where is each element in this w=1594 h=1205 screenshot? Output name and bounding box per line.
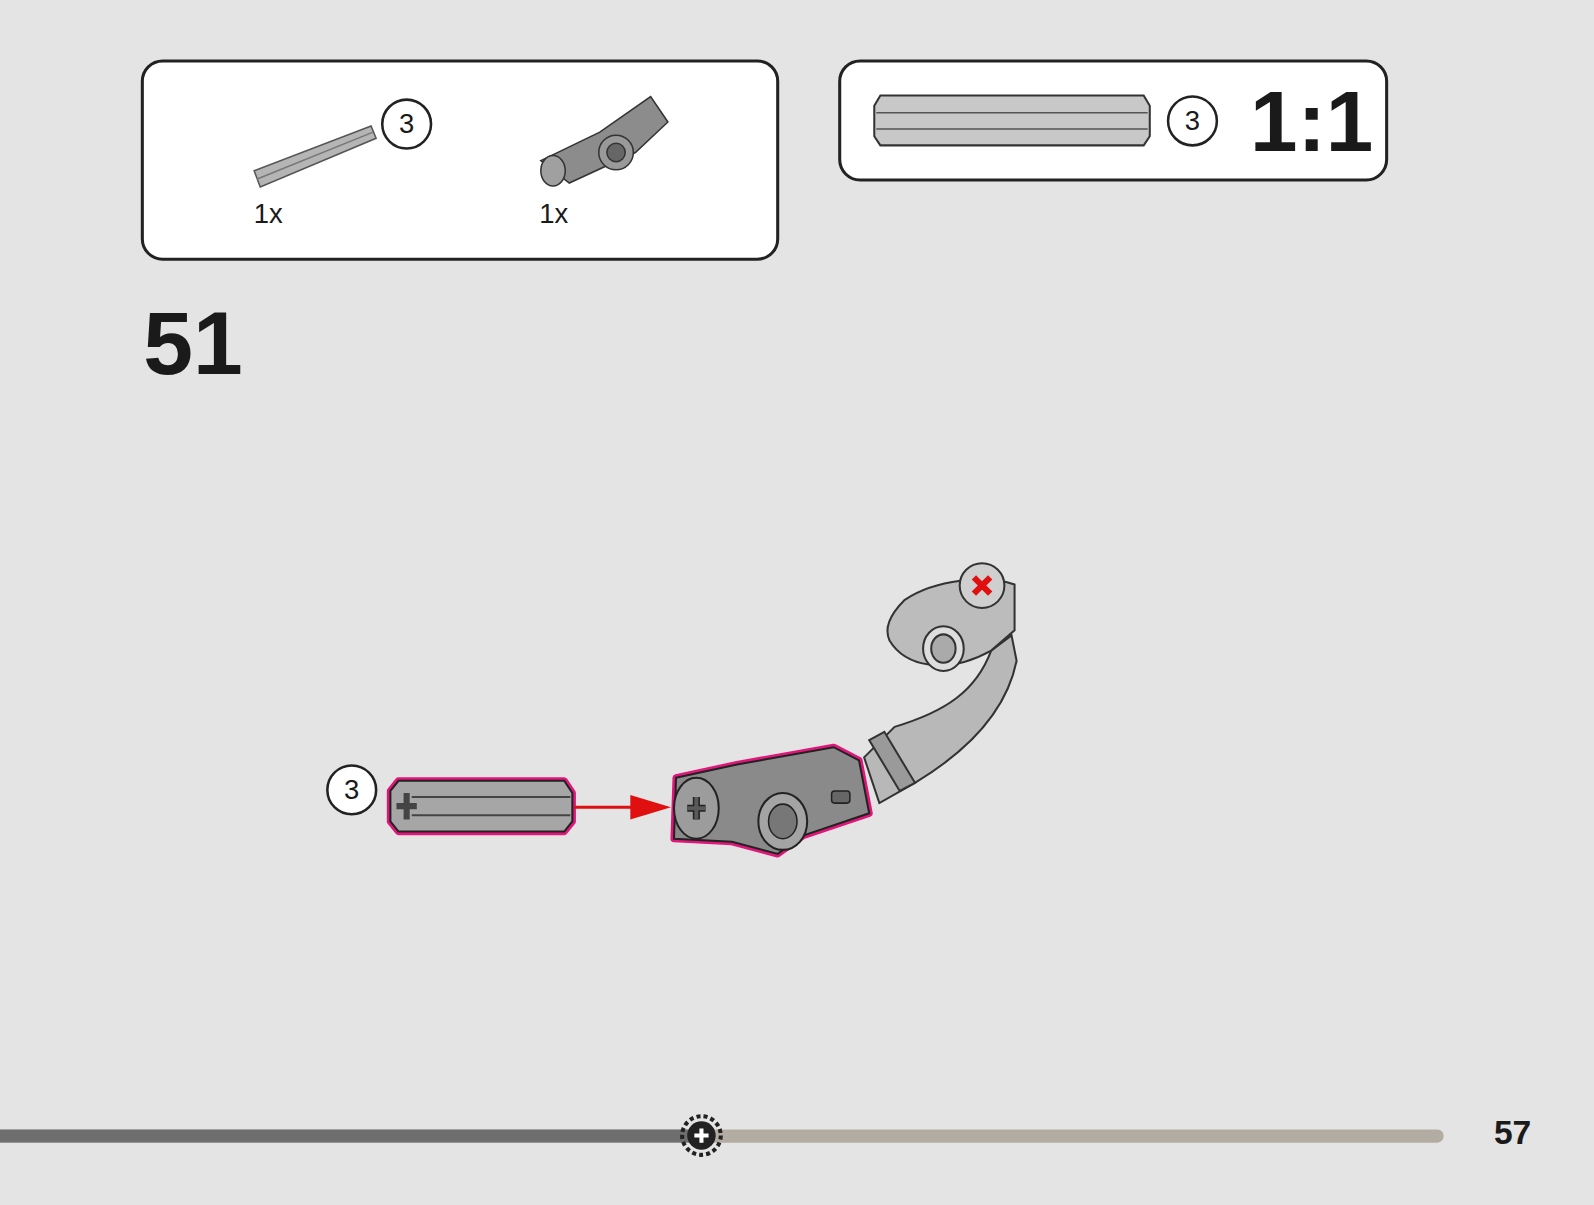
callout-number: 3 bbox=[1185, 107, 1200, 134]
scale-box bbox=[840, 61, 1387, 180]
step-number: 51 bbox=[143, 299, 243, 388]
parts-box bbox=[142, 61, 777, 259]
callout-circle bbox=[382, 100, 431, 149]
scale-label: 1:1 bbox=[1250, 79, 1373, 164]
part-count: 1x bbox=[254, 200, 283, 227]
callout-number: 3 bbox=[344, 776, 359, 803]
part-count: 1x bbox=[539, 200, 568, 227]
connector-icon bbox=[541, 97, 668, 186]
progress-rest bbox=[701, 1129, 1443, 1142]
axle-icon bbox=[254, 126, 376, 187]
callout-number: 3 bbox=[399, 110, 414, 137]
callout-circle bbox=[1168, 97, 1217, 146]
axle-1to1 bbox=[874, 96, 1149, 146]
bent-tube-assembly bbox=[864, 563, 1016, 803]
axle-highlighted bbox=[390, 781, 572, 832]
connector-highlighted bbox=[674, 747, 869, 854]
callout-circle bbox=[327, 765, 376, 814]
gear-icon bbox=[682, 1116, 721, 1155]
insert-arrow bbox=[574, 795, 671, 819]
page-number: 57 bbox=[1494, 1115, 1531, 1149]
progress-done bbox=[0, 1129, 701, 1142]
